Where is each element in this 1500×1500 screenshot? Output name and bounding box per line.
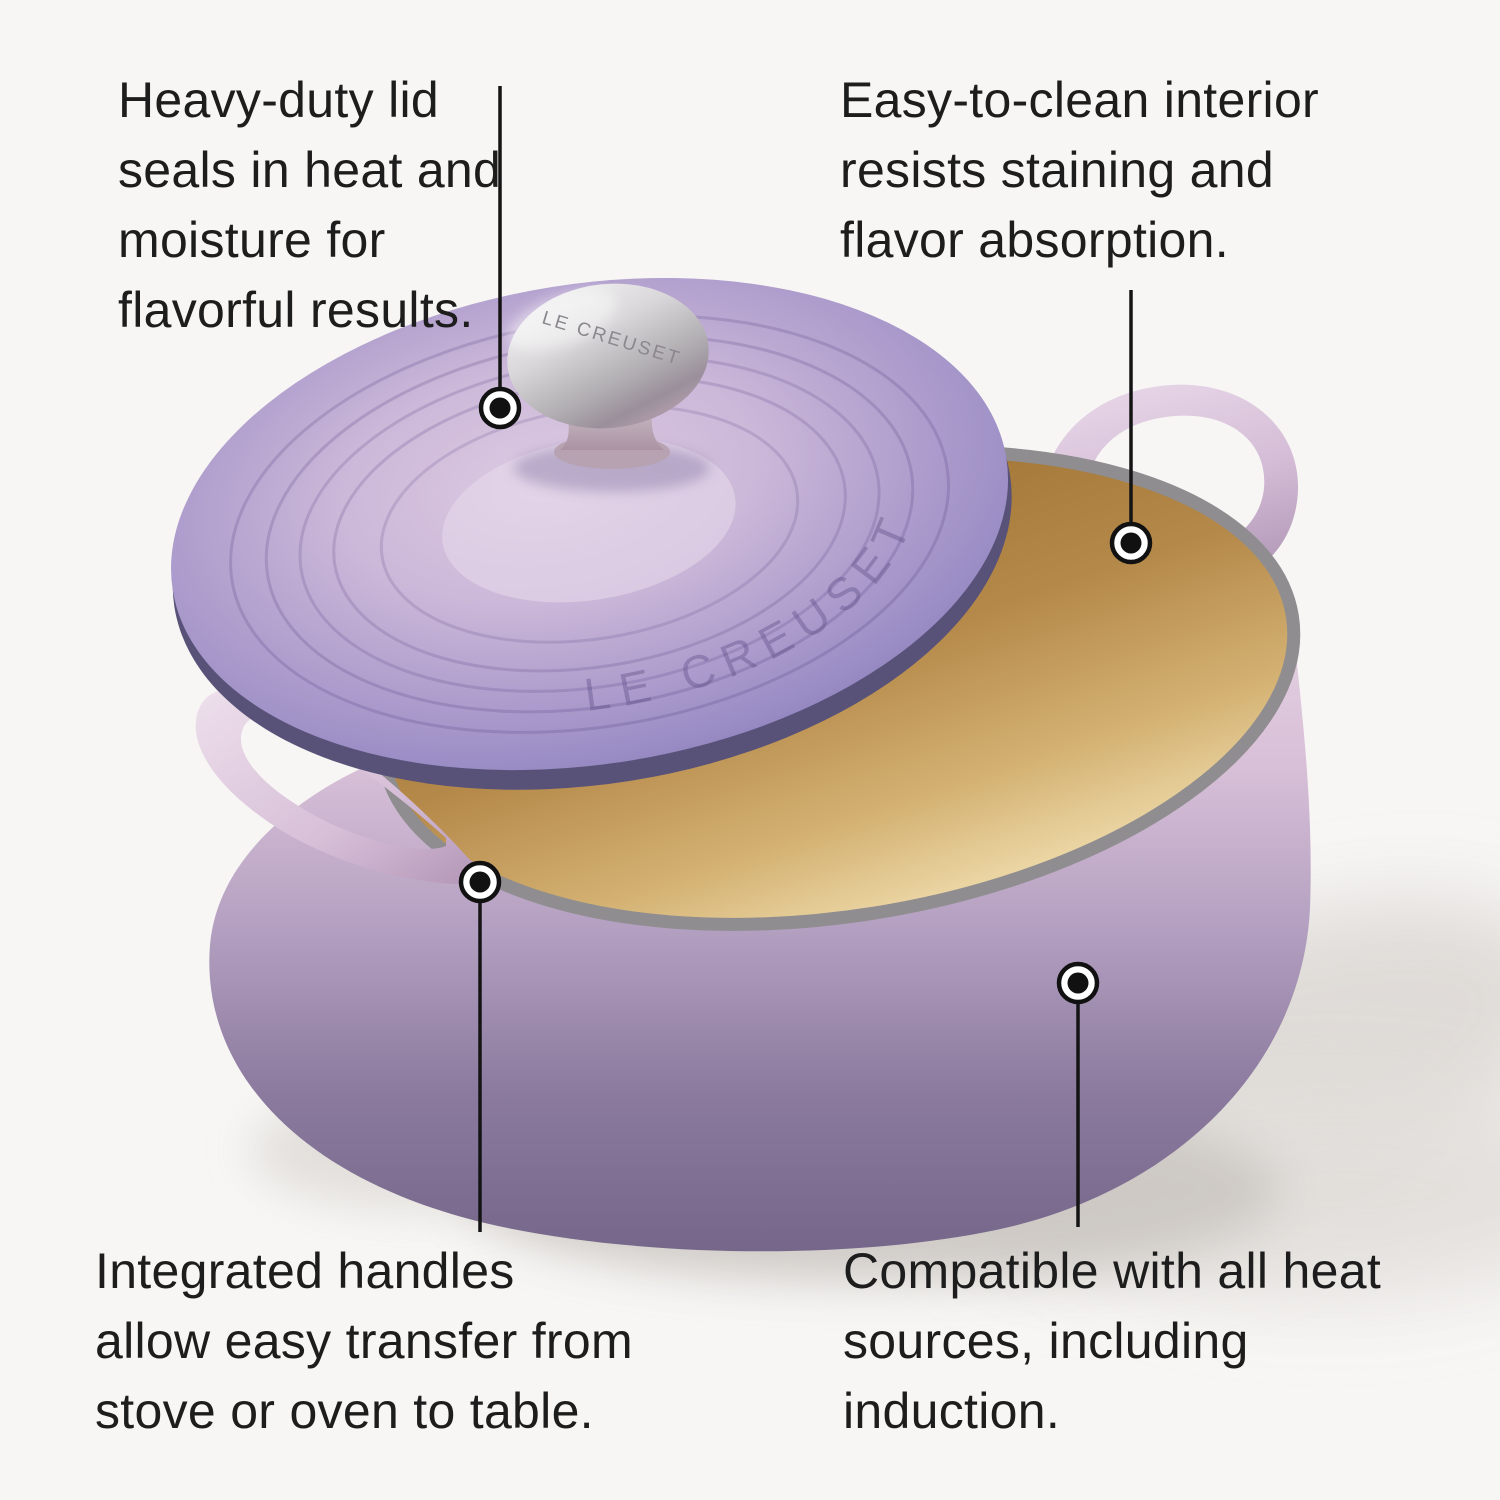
lid-knob: LE CREUSET <box>506 283 710 492</box>
callout-text-lid: Heavy-duty lid seals in heat and moistur… <box>118 65 501 345</box>
lid: LE CREUSET <box>171 277 1012 790</box>
callout-dot-handle <box>458 860 502 904</box>
callout-dot-heat <box>1056 961 1100 1005</box>
callout-text-line: resists staining and <box>840 142 1275 198</box>
callout-text-line: induction. <box>843 1383 1061 1439</box>
callout-text-line: flavor absorption. <box>840 212 1229 268</box>
callout-dot-interior <box>1109 521 1153 565</box>
callout-text-line: seals in heat and <box>118 142 502 198</box>
callout-text-line: moisture for <box>118 212 386 268</box>
callout-markers <box>458 86 1153 1232</box>
callout-text-line: Integrated handles <box>95 1243 515 1299</box>
callout-text-line: Compatible with all heat <box>843 1243 1382 1299</box>
callout-text-handles: Integrated handles allow easy transfer f… <box>95 1236 633 1446</box>
callout-text-heat-sources: Compatible with all heat sources, includ… <box>843 1236 1381 1446</box>
callout-dot-lid <box>478 386 522 430</box>
left-handle <box>195 689 489 885</box>
callout-text-line: flavorful results. <box>118 282 474 338</box>
knob-highlight <box>506 289 618 351</box>
callout-text-line: Heavy-duty lid <box>118 72 439 128</box>
callout-text-line: Easy-to-clean interior <box>840 72 1320 128</box>
callout-text-line: allow easy transfer from <box>95 1313 633 1369</box>
callout-text-line: stove or oven to table. <box>95 1383 594 1439</box>
callout-text-line: sources, including <box>843 1313 1249 1369</box>
pot-body <box>209 617 1311 1252</box>
callout-text-interior: Easy-to-clean interior resists staining … <box>840 65 1319 275</box>
